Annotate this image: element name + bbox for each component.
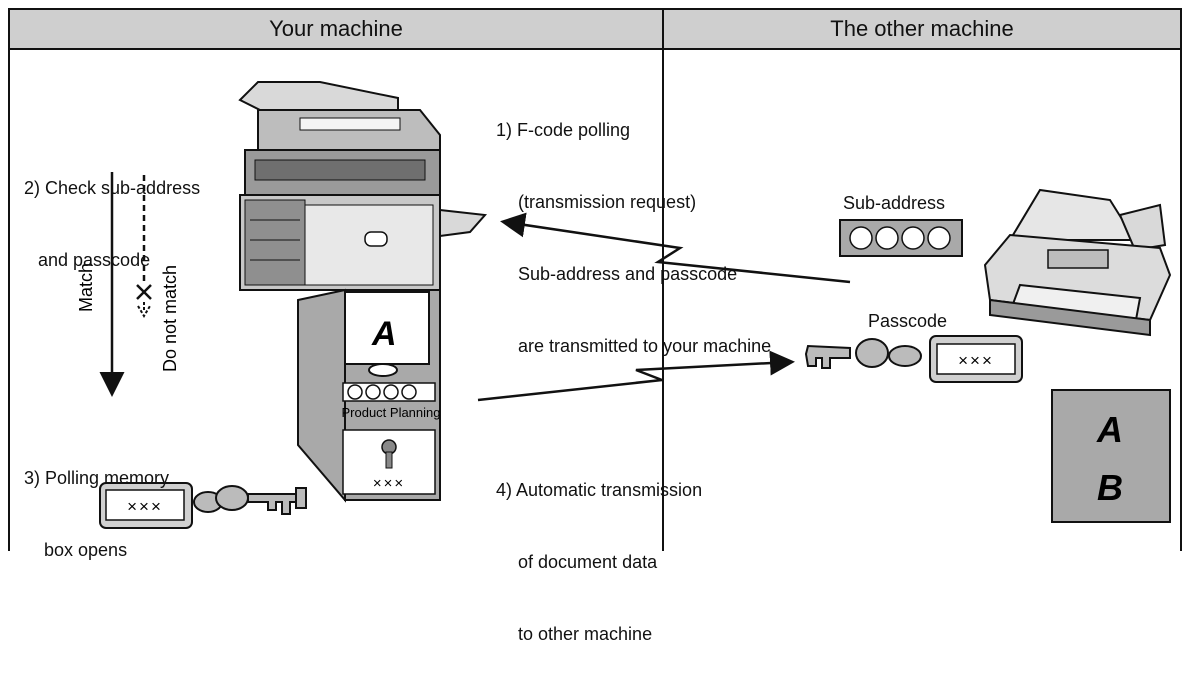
step3-text: 3) Polling memory box opens (24, 418, 169, 610)
step1-text: 1) F-code polling (transmission request)… (496, 70, 771, 406)
your-machine-header: Your machine (8, 8, 664, 50)
do-not-match-label: Do not match (160, 265, 180, 372)
step3-line2: box opens (44, 540, 128, 560)
left-tag-marks: ××× (127, 497, 163, 516)
step1-line1: 1) F-code polling (496, 120, 631, 140)
step4-text: 4) Automatic transmission of document da… (496, 430, 702, 694)
sub-address-plate-icon (839, 219, 963, 257)
step1-line4: are transmitted to your machine (518, 336, 772, 356)
reject-x-icon (136, 284, 152, 300)
box-subaddress-circles (347, 384, 417, 400)
step3-line1: 3) Polling memory (24, 468, 170, 488)
dashed-arrowhead-icon (137, 302, 151, 318)
doc-letter-b: B (1097, 467, 1123, 508)
passcode-tag-marks: ××× (958, 351, 994, 370)
fax-machine-icon (983, 188, 1172, 337)
polling-memory-box-icon: A Product Planning ××× (297, 288, 441, 503)
step1-line2: (transmission request) (518, 192, 697, 212)
your-machine-title: Your machine (269, 16, 403, 41)
key-tag-left-icon: ××× (99, 482, 307, 529)
step4-line3: to other machine (518, 624, 653, 644)
step1-line3: Sub-address and passcode (518, 264, 738, 284)
doc-letter-a: A (1096, 409, 1123, 450)
sub-address-label: Sub-address (843, 193, 946, 213)
keyhole-icon (381, 439, 397, 469)
passcode-label: Passcode (868, 311, 948, 331)
step4-line2: of document data (518, 552, 658, 572)
box-lock-marks: ××× (373, 475, 405, 492)
step2-line2: and passcode (38, 250, 151, 270)
passcode-key-icon: ××× (804, 335, 1023, 383)
step2-line1: 2) Check sub-address (24, 178, 201, 198)
request-signal-arrow (500, 212, 851, 284)
diagram-frame: Your machine The other machine (8, 8, 1182, 644)
copier-machine-icon (238, 81, 488, 291)
other-machine-header: The other machine (662, 8, 1182, 50)
match-label: Match (76, 263, 96, 312)
box-doc-letter: A (371, 315, 397, 353)
diagram-graphics: A Product Planning ××× Match (8, 50, 1182, 551)
stored-document-icon: A B (1051, 389, 1171, 523)
step4-line1: 4) Automatic transmission (496, 480, 703, 500)
box-name-label: Product Planning (341, 405, 440, 420)
other-machine-title: The other machine (830, 16, 1014, 41)
transmission-signal-arrow (477, 350, 795, 402)
step2-text: 2) Check sub-address and passcode (24, 128, 200, 320)
